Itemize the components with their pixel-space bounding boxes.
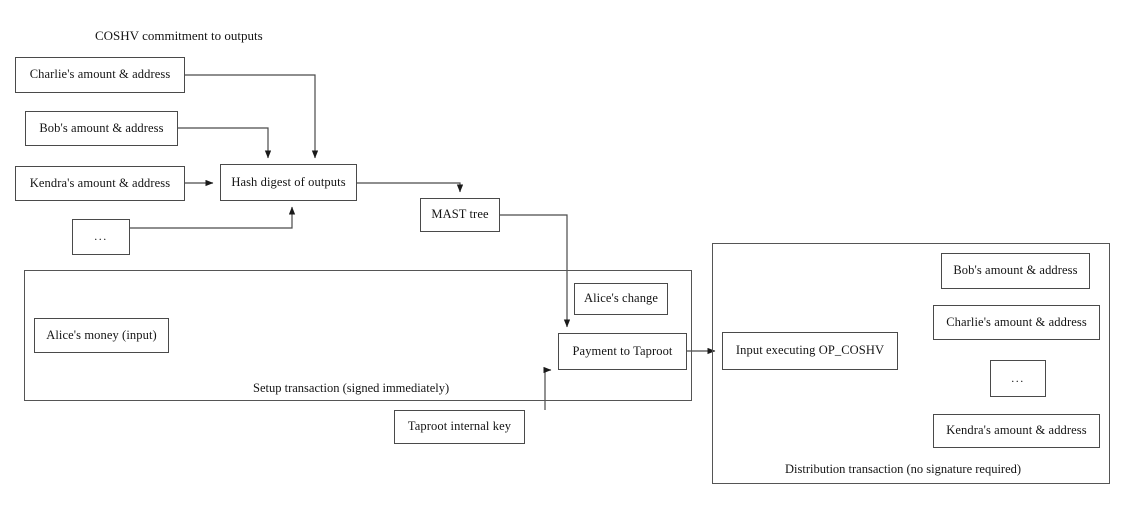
node-dist-bob-amount-address: Bob's amount & address — [941, 253, 1090, 289]
node-charlie-amount-address: Charlie's amount & address — [15, 57, 185, 93]
edge-more-to-hash — [130, 206, 296, 229]
node-kendra-amount-address: Kendra's amount & address — [15, 166, 185, 201]
node-alice-money-input: Alice's money (input) — [34, 318, 169, 353]
setup-transaction-label: Setup transaction (signed immediately) — [253, 381, 450, 395]
node-dist-charlie-amount-address: Charlie's amount & address — [933, 305, 1100, 340]
page-title: COSHV commitment to outputs — [95, 28, 263, 43]
node-dist-kendra-amount-address: Kendra's amount & address — [933, 414, 1100, 448]
edge-bob-to-hash — [178, 127, 272, 159]
edge-charlie-to-hash — [185, 74, 319, 159]
node-taproot-internal-key: Taproot internal key — [394, 410, 525, 444]
node-alice-change: Alice's change — [574, 283, 668, 315]
node-more-outputs: ... — [72, 219, 130, 255]
setup-transaction-container — [24, 270, 692, 401]
node-bob-amount-address: Bob's amount & address — [25, 111, 178, 146]
distribution-transaction-label: Distribution transaction (no signature r… — [785, 462, 1022, 476]
node-mast-tree: MAST tree — [420, 198, 500, 232]
node-payment-to-taproot: Payment to Taproot — [558, 333, 687, 370]
node-hash-digest-of-outputs: Hash digest of outputs — [220, 164, 357, 201]
edge-hash-to-mast — [357, 182, 464, 193]
distribution-transaction-container — [712, 243, 1110, 484]
node-dist-more-outputs: ... — [990, 360, 1046, 397]
node-input-executing-op-coshv: Input executing OP_COSHV — [722, 332, 898, 370]
